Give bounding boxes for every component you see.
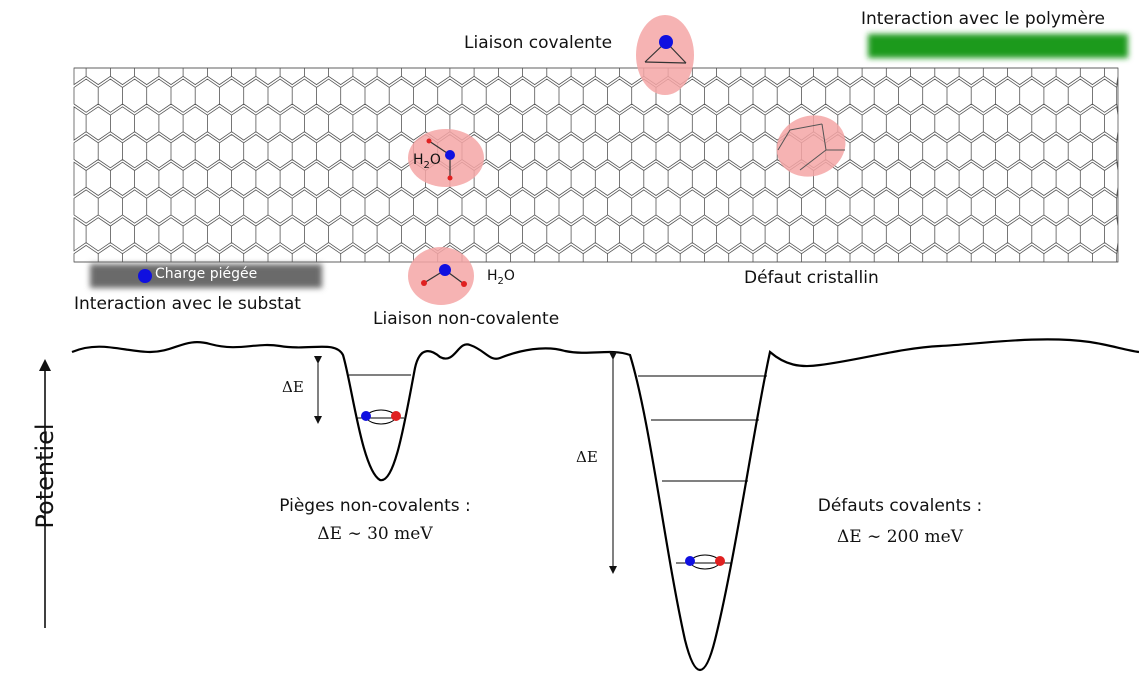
exciton-left xyxy=(361,409,401,425)
trapped-charge-label: Charge piégée xyxy=(155,266,258,282)
lattice-hexagons xyxy=(73,67,1119,263)
substrate-bar xyxy=(90,264,322,288)
crystal-defect-label: Défaut cristallin xyxy=(744,268,879,288)
water-h1-free xyxy=(421,280,427,286)
potential-curve xyxy=(71,338,1139,672)
crystal-defect-highlight xyxy=(776,115,846,177)
deltaE-right-label: ΔE xyxy=(576,448,598,466)
water-top-label: H2O xyxy=(413,152,441,171)
crystal-defect-lines xyxy=(777,123,845,171)
deltaE-left-label: ΔE xyxy=(282,378,304,396)
potential-axis-label: Potentiel xyxy=(31,423,59,529)
noncovalent-traps-title: Pièges non-covalents : xyxy=(279,496,471,516)
water-bottom-label: H2O xyxy=(487,268,515,287)
water-free-highlight xyxy=(408,247,474,305)
polymer-bar xyxy=(868,34,1128,58)
non-covalent-bond-label: Liaison non-covalente xyxy=(373,309,560,329)
water-oxygen-free xyxy=(439,264,451,276)
covalent-defects-title: Défauts covalents : xyxy=(817,496,983,516)
trapped-charge-dot xyxy=(138,269,152,283)
substrate-interaction-label: Interaction avec le substat xyxy=(74,294,301,314)
covalent-bond-highlight xyxy=(636,15,694,95)
water-oxygen-top xyxy=(445,150,455,160)
covalent-bond-label: Liaison covalente xyxy=(464,33,613,53)
nanotube-lattice xyxy=(73,67,1119,263)
water-h2-top xyxy=(447,175,453,181)
covalent-atom xyxy=(659,35,673,49)
exciton-right xyxy=(685,554,725,570)
noncovalent-traps-energy: ΔE ∼ 30 meV xyxy=(317,524,433,544)
covalent-defects-energy: ΔE ∼ 200 meV xyxy=(836,527,964,547)
water-h2-free xyxy=(461,281,467,287)
water-h1-top xyxy=(426,138,432,144)
polymer-interaction-label: Interaction avec le polymère xyxy=(861,9,1105,29)
